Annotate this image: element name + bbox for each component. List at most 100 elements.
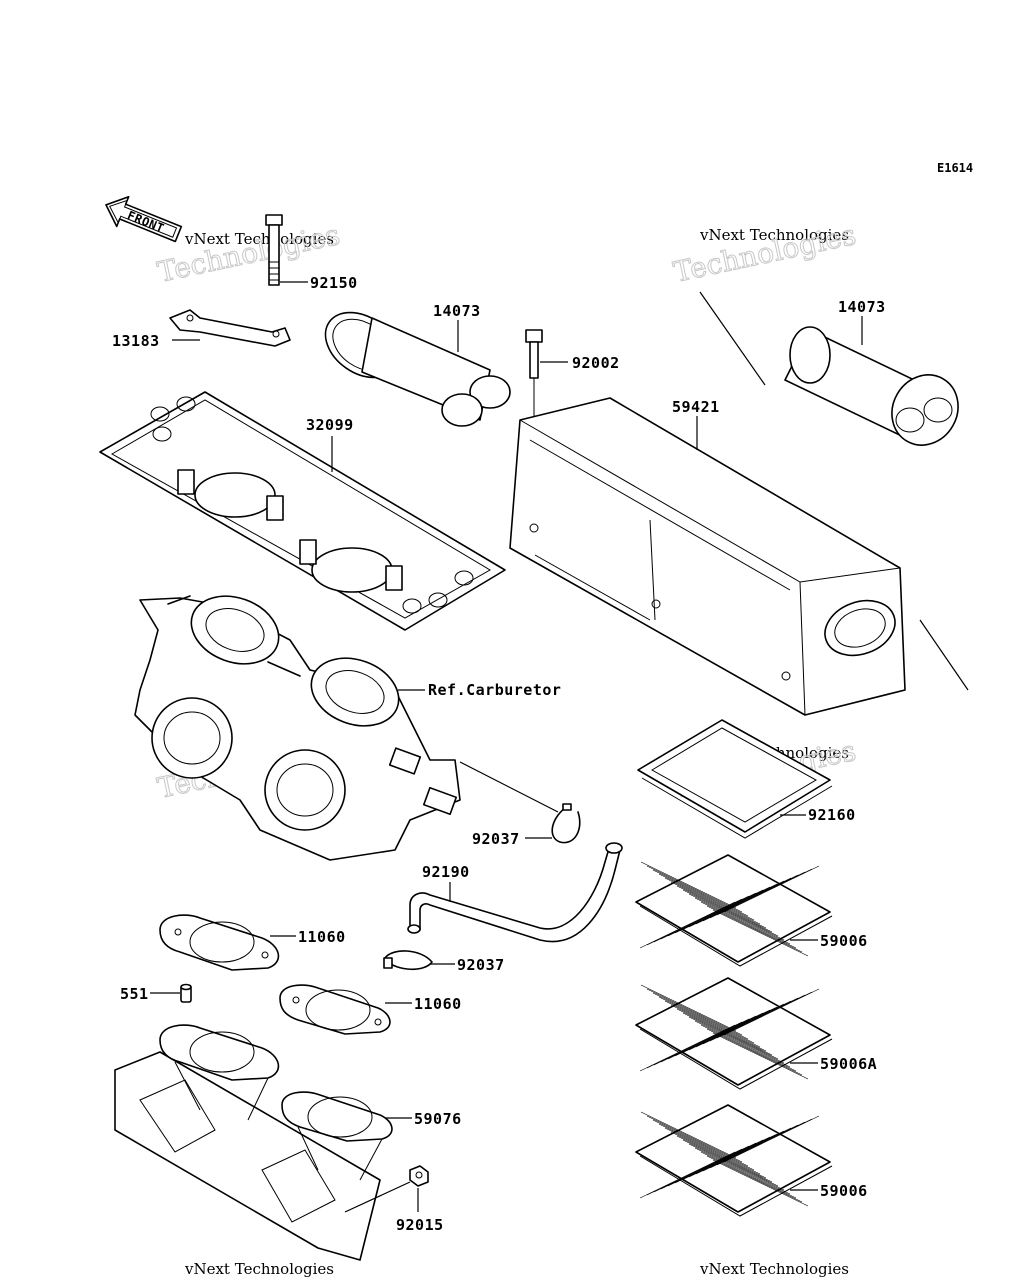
mesh-wire [640, 1111, 737, 1159]
mesh-wire [646, 1115, 743, 1163]
mesh-wire [640, 861, 737, 909]
mesh-wire [700, 1151, 797, 1199]
mesh-wire [694, 897, 791, 945]
watermark-text: vNext Technologies [699, 226, 849, 244]
part-92150-bolt[interactable] [265, 214, 283, 286]
label-551: 551 [120, 985, 149, 1003]
mesh-wire [653, 895, 750, 943]
mesh-wire [681, 883, 778, 931]
mesh-wire [682, 1139, 779, 1187]
label-59006-upper: 59006 [820, 932, 868, 950]
label-92160: 92160 [808, 806, 856, 824]
label-59076: 59076 [414, 1110, 462, 1128]
mesh-wire [682, 1012, 779, 1060]
part-92160-gasket[interactable] [637, 719, 833, 839]
mesh-pattern [639, 1111, 820, 1207]
mesh-wire [700, 901, 797, 949]
mesh-wire [653, 1018, 750, 1066]
part-14073-duct-right[interactable] [784, 326, 971, 457]
mesh-wire [664, 1127, 761, 1175]
mesh-wire [688, 880, 785, 928]
mesh-wire [682, 889, 779, 937]
part-14073-duct-left[interactable] [313, 299, 511, 427]
mesh-wire [723, 1115, 820, 1163]
mesh-wire [658, 873, 755, 921]
part-11060-gasket-upper[interactable] [159, 914, 280, 971]
diagram-id: E1614 [937, 161, 973, 175]
label-11060-lower: 11060 [414, 995, 462, 1013]
carburetor-assembly[interactable] [134, 585, 461, 861]
mesh-wire [694, 1147, 791, 1195]
mesh-wire [695, 1127, 792, 1175]
label-59006A: 59006A [820, 1055, 877, 1073]
part-59006-screen-lower[interactable] [635, 1104, 833, 1217]
label-92150: 92150 [310, 274, 358, 292]
mesh-wire [676, 1008, 773, 1056]
mesh-wire [653, 1145, 750, 1193]
mesh-wire [694, 1020, 791, 1068]
mesh-wire [706, 1155, 803, 1203]
front-arrow-icon: FRONT [105, 195, 183, 243]
mesh-wire [709, 871, 806, 919]
part-59006-screen-upper[interactable] [635, 854, 833, 967]
mesh-wire [640, 984, 737, 1032]
mesh-pattern [639, 984, 820, 1080]
label-92002: 92002 [572, 354, 620, 372]
watermark-text: vNext Technologies [699, 1260, 849, 1278]
mesh-wire [695, 877, 792, 925]
mesh-wire [712, 1032, 809, 1080]
mesh-wire [702, 1124, 799, 1172]
mesh-wire [667, 1139, 764, 1187]
mesh-wire [709, 994, 806, 1042]
mesh-pattern [639, 861, 820, 957]
mesh-wire [706, 905, 803, 953]
part-59006A-screen[interactable] [635, 977, 833, 1090]
mesh-wire [667, 1012, 764, 1060]
part-13183-bracket[interactable] [169, 309, 291, 347]
mesh-wire [670, 1131, 767, 1179]
watermark-text: vNext Technologies [184, 230, 334, 248]
part-59076-manifold[interactable] [114, 1024, 393, 1261]
mesh-wire [681, 1006, 778, 1054]
label-ref-carburetor: Ref.Carburetor [428, 681, 561, 699]
part-11060-gasket-lower[interactable] [279, 984, 391, 1035]
part-92015-nut[interactable] [409, 1165, 429, 1187]
part-59421-airbox[interactable] [509, 397, 906, 716]
part-92190-hose[interactable] [407, 842, 623, 943]
mesh-wire [646, 865, 743, 913]
part-92037-clamp-lower[interactable] [383, 950, 433, 971]
mesh-wire [658, 996, 755, 1044]
label-92190: 92190 [422, 863, 470, 881]
mesh-wire [702, 874, 799, 922]
mesh-wire [716, 1118, 813, 1166]
mesh-wire [660, 1015, 757, 1063]
mesh-wire [688, 1130, 785, 1178]
mesh-wire [723, 865, 820, 913]
part-92037-clamp-upper[interactable] [551, 803, 581, 844]
mesh-wire [664, 1000, 761, 1048]
mesh-wire [670, 881, 767, 929]
mesh-wire [723, 988, 820, 1036]
mesh-wire [688, 1016, 785, 1064]
label-59421: 59421 [672, 398, 720, 416]
mesh-wire [667, 889, 764, 937]
mesh-wire [716, 868, 813, 916]
mesh-wire [664, 877, 761, 925]
mesh-wire [702, 997, 799, 1045]
mesh-wire [688, 893, 785, 941]
mesh-wire [676, 885, 773, 933]
mesh-wire [706, 1028, 803, 1076]
label-92015: 92015 [396, 1216, 444, 1234]
mesh-wire [716, 991, 813, 1039]
mesh-wire [712, 909, 809, 957]
mesh-wire [688, 1003, 785, 1051]
part-32099-base[interactable] [99, 391, 506, 631]
mesh-wire [681, 1133, 778, 1181]
mesh-wire [688, 1143, 785, 1191]
mesh-wire [695, 1000, 792, 1048]
mesh-wire [709, 1121, 806, 1169]
watermark-text: vNext Technologies [184, 1260, 334, 1278]
part-551-dowel[interactable] [180, 983, 192, 1003]
mesh-wire [670, 1004, 767, 1052]
